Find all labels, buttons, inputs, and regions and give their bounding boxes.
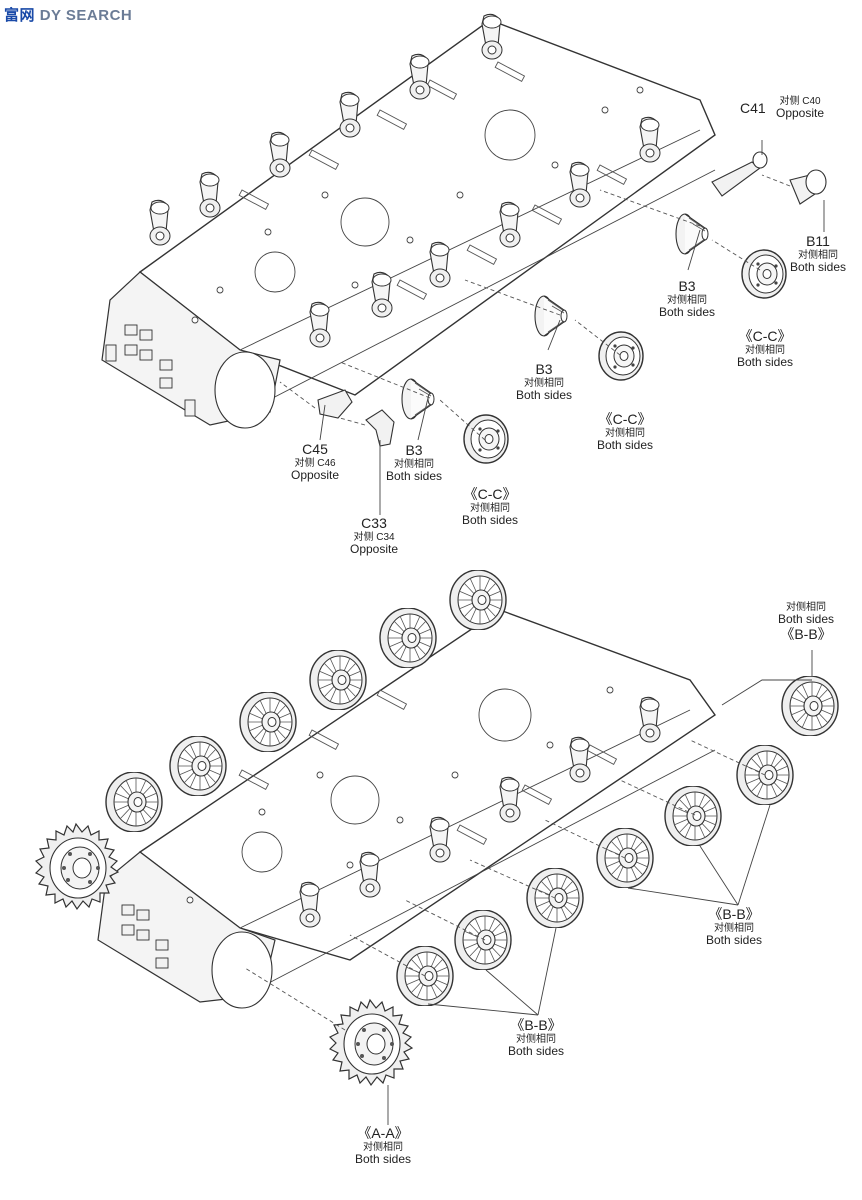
bottom-leader-lines [244,650,813,1125]
part-b3-cone-a [675,213,709,255]
label-bb-mid-code: 《B-B》 [510,1017,562,1033]
label-b3-c-code: B3 [405,442,423,458]
label-bb-top-en: Both sides [778,612,835,627]
label-cc-c-code: 《C-C》 [463,486,517,502]
label-bb-right-cn: 对侧相同 [714,922,755,934]
label-b3-a: B3 对侧相同 Both sides [659,278,716,319]
label-c40-cn: 对侧 C40 [779,96,821,107]
label-c45-en: Opposite [291,467,340,482]
watermark: 富网 DY SEARCH [4,4,132,25]
wheel-cc-a [741,249,787,299]
wheel-cc-c [463,414,509,464]
label-b11-code: B11 [806,233,830,249]
part-b3-cone-b [534,295,568,337]
label-aa-en: Both sides [355,1151,412,1166]
label-b3-c-cn: 对侧相同 [394,458,435,470]
part-c45-bracket [317,389,353,419]
wheel-bb-2 [664,786,722,846]
label-c45-cn: 对侧 C46 [294,457,336,469]
label-bb-mid-cn: 对侧相同 [516,1033,557,1045]
label-c41-code: C41 [740,100,766,116]
label-c40: 对侧 C40 Opposite [776,96,824,121]
label-cc-b-cn: 对侧相同 [605,427,646,439]
label-aa: 《A-A》 对侧相同 Both sides [355,1125,412,1166]
label-aa-code: 《A-A》 [357,1125,409,1141]
sprocket-aa [329,999,413,1086]
label-c45-code: C45 [302,441,328,457]
part-b3-cone-c [401,378,435,420]
label-c33: C33 对侧 C34 Opposite [350,515,399,556]
top-leader-lines [279,140,825,515]
watermark-logo: 富网 [4,7,36,24]
label-bb-right-code: 《B-B》 [708,906,760,922]
label-c45: C45 对侧 C46 Opposite [291,441,340,482]
label-cc-a-en: Both sides [737,354,794,369]
label-aa-cn: 对侧相同 [363,1141,404,1153]
label-cc-b-en: Both sides [597,437,654,452]
label-cc-a: 《C-C》 对侧相同 Both sides [737,328,794,369]
label-bb-top: 对侧相同 Both sides 《B-B》 [778,602,834,642]
label-c40-en: Opposite [776,106,825,121]
label-c41: C41 [740,100,766,117]
part-c33-bracket [365,409,395,447]
hull-upper-view [101,13,716,429]
hull-lower-view [97,609,716,1009]
label-cc-c-cn: 对侧相同 [470,502,511,514]
part-b11-idler-hub [789,169,827,205]
watermark-text: DY SEARCH [39,7,133,24]
label-b3-b: B3 对侧相同 Both sides [516,361,573,402]
label-b3-b-en: Both sides [516,387,573,402]
wheel-bb-idler [781,676,839,736]
label-cc-a-code: 《C-C》 [738,328,792,344]
label-cc-b: 《C-C》 对侧相同 Both sides [597,411,654,452]
label-b3-a-en: Both sides [659,304,716,319]
label-bb-top-code: 《B-B》 [780,625,832,642]
label-b3-a-cn: 对侧相同 [667,294,708,306]
label-cc-a-cn: 对侧相同 [745,344,786,356]
wheel-cc-b [598,331,644,381]
label-bb-mid-en: Both sides [508,1043,565,1058]
label-c33-code: C33 [361,515,387,531]
label-bb-top-cn: 对侧相同 [786,602,827,613]
label-b11: B11 对侧相同 Both sides [790,233,847,274]
label-cc-b-code: 《C-C》 [598,411,652,427]
label-bb-mid: 《B-B》 对侧相同 Both sides [508,1017,565,1058]
label-c33-en: Opposite [350,541,399,556]
label-b11-en: Both sides [790,259,847,274]
label-b3-c-en: Both sides [386,468,443,483]
label-b3-b-cn: 对侧相同 [524,377,565,389]
label-b3-a-code: B3 [678,278,696,294]
label-cc-c: 《C-C》 对侧相同 Both sides [462,486,519,527]
label-b3-c: B3 对侧相同 Both sides [386,442,443,483]
label-b11-cn: 对侧相同 [798,249,839,261]
part-c41-idler-arm [711,151,768,197]
label-cc-c-en: Both sides [462,512,519,527]
label-bb-right: 《B-B》 对侧相同 Both sides [706,906,763,947]
label-b3-b-code: B3 [535,361,553,377]
label-c33-cn: 对侧 C34 [353,531,395,543]
wheel-bb-5 [454,910,512,970]
label-bb-right-en: Both sides [706,932,763,947]
